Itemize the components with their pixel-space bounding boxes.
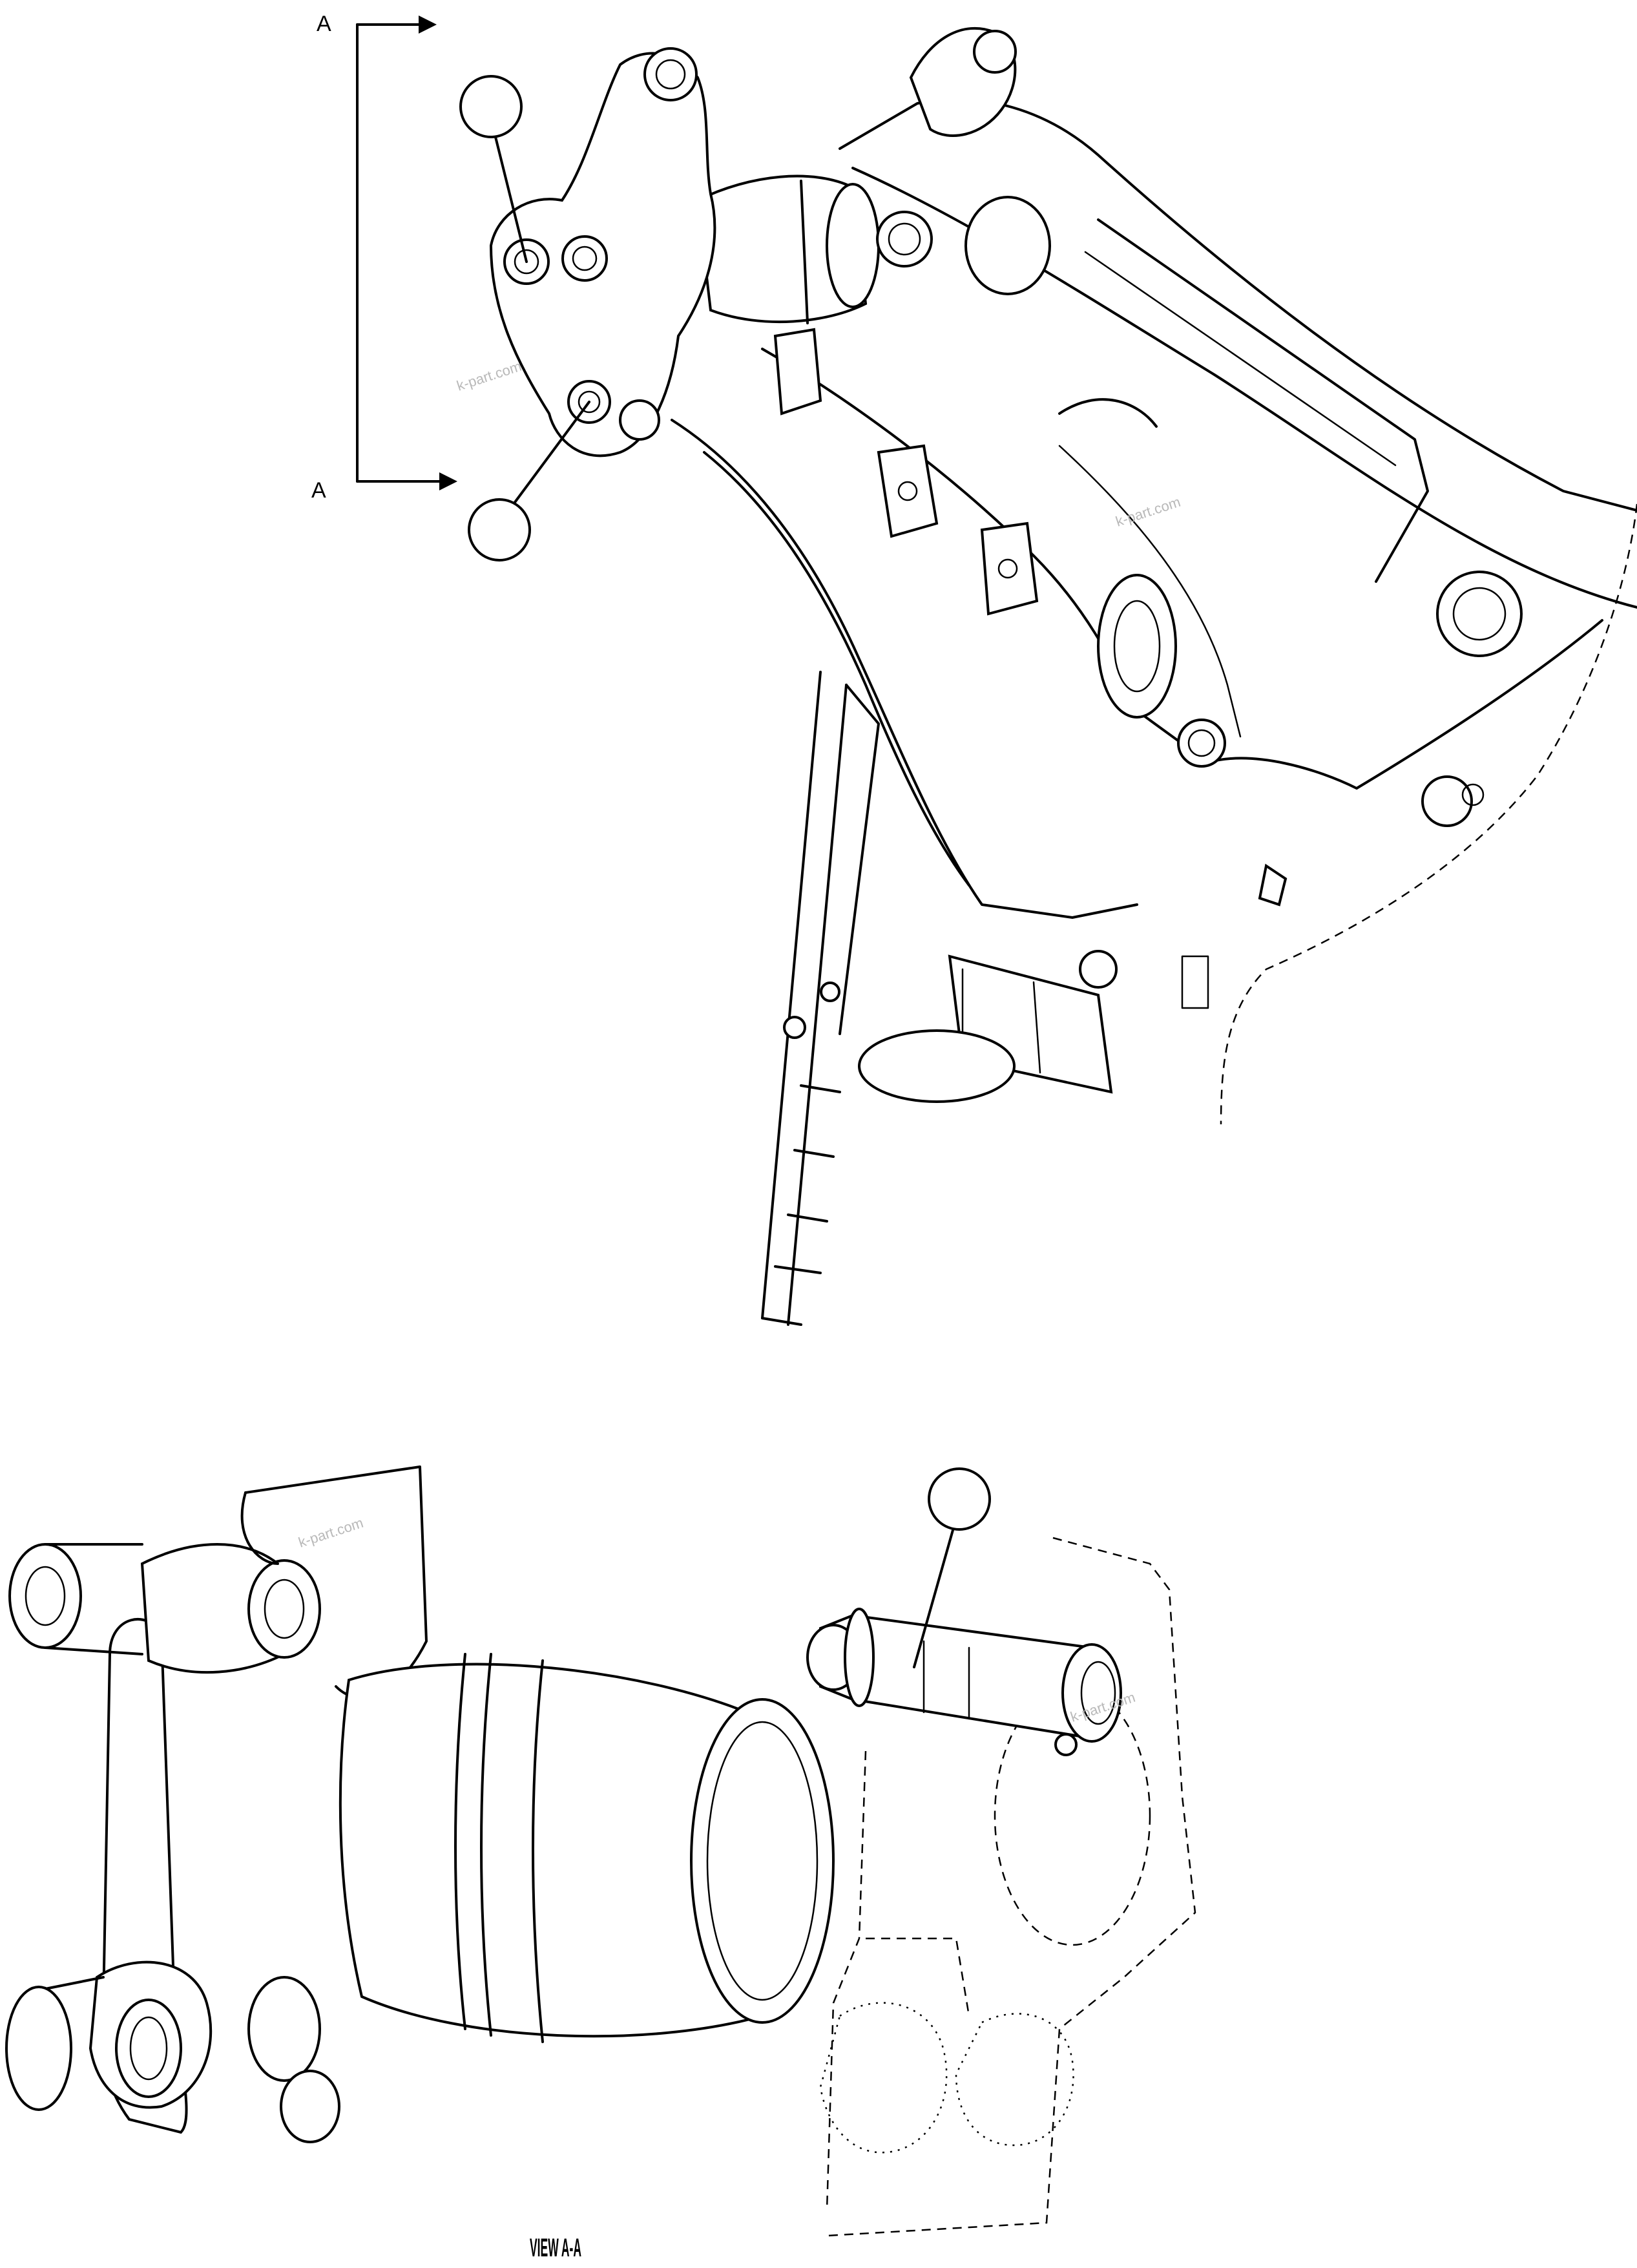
callout-bubble-1 (459, 75, 523, 138)
callout-2 (468, 401, 590, 562)
boom-assembly-view (489, 26, 1637, 1326)
callout-1 (459, 75, 528, 263)
watermark-3: k-part.com (297, 1515, 366, 1551)
callout-bubble-2 (468, 498, 531, 562)
section-label-top: A (317, 12, 331, 36)
callout-bubble-3 (928, 1467, 991, 1531)
watermark-2: k-part.com (1114, 494, 1183, 530)
section-marker-a-a: A A (311, 12, 457, 503)
callout-3 (913, 1467, 991, 1668)
view-a-a-detail (5, 1465, 1196, 2237)
view-label: VIEW A-A (530, 2234, 581, 2262)
watermark-1: k-part.com (455, 358, 524, 394)
section-label-bottom: A (311, 478, 326, 503)
